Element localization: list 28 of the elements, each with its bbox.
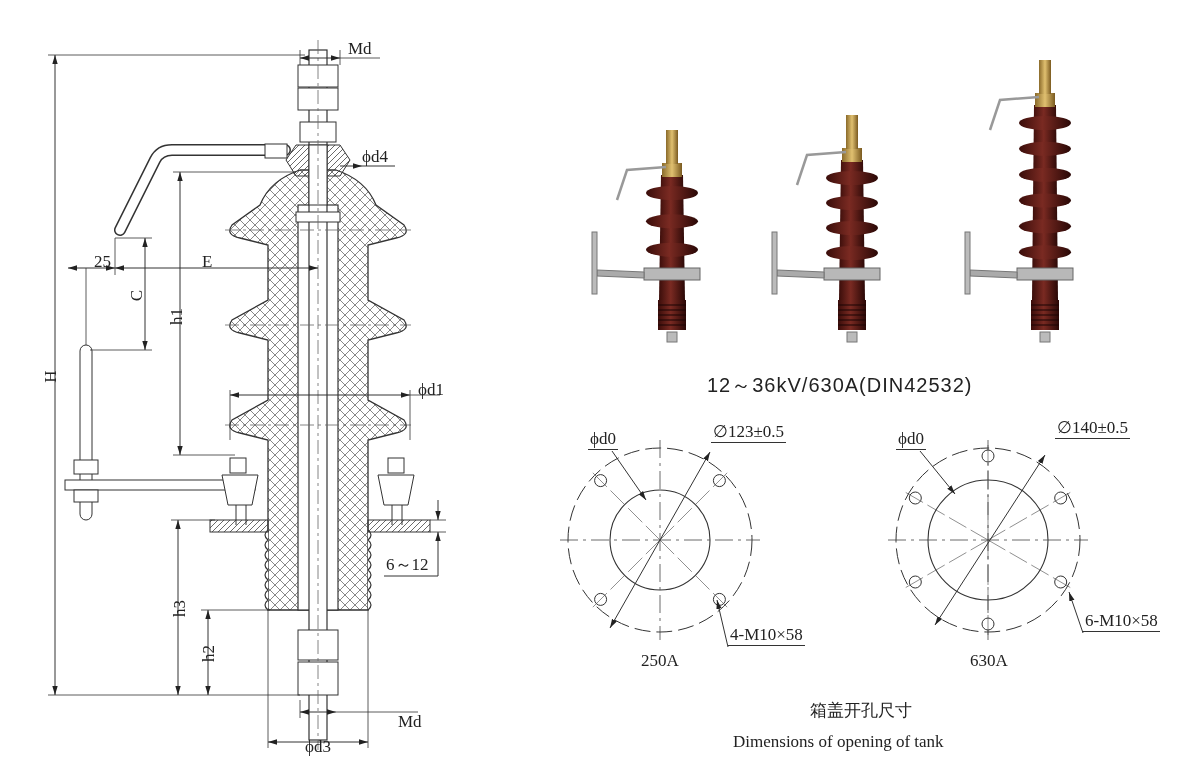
dimension-label: ϕd3 (305, 738, 331, 755)
leader-line (919, 450, 956, 495)
dimension-label: C (128, 289, 146, 302)
leader-line (1068, 591, 1084, 634)
dimension-label: ∅123±0.5 (711, 423, 787, 443)
caption: 箱盖开孔尺寸 (810, 702, 912, 719)
dimension-label: 630A (970, 652, 1008, 669)
dimension-label: Md (348, 40, 372, 57)
leader-line (716, 599, 729, 648)
dimension-label: ϕd4 (362, 148, 388, 165)
drawing-title: 12～36kV/630A(DIN42532) (707, 375, 973, 395)
dimension-label: h2 (200, 645, 217, 662)
dimension-label: 25 (94, 253, 111, 270)
leader-line (611, 450, 647, 501)
leader-label: 6-M10×58 (1083, 612, 1160, 632)
leader-label: ϕd0 (896, 430, 926, 450)
leader-label: 4-M10×58 (728, 626, 805, 646)
dimension-label: 250A (641, 652, 679, 669)
dimension-label: H (41, 370, 59, 383)
dimension-label: h3 (171, 600, 188, 617)
dimension-label: ϕd1 (418, 381, 444, 398)
dimension-label: h1 (168, 308, 185, 325)
caption: Dimensions of opening of tank (733, 733, 944, 750)
dimension-label: Md (398, 713, 422, 730)
dimension-label: 6～12 (386, 556, 429, 573)
dimension-label: E (202, 253, 213, 270)
dimension-label: ∅140±0.5 (1055, 419, 1131, 439)
leader-label: ϕd0 (588, 430, 618, 450)
